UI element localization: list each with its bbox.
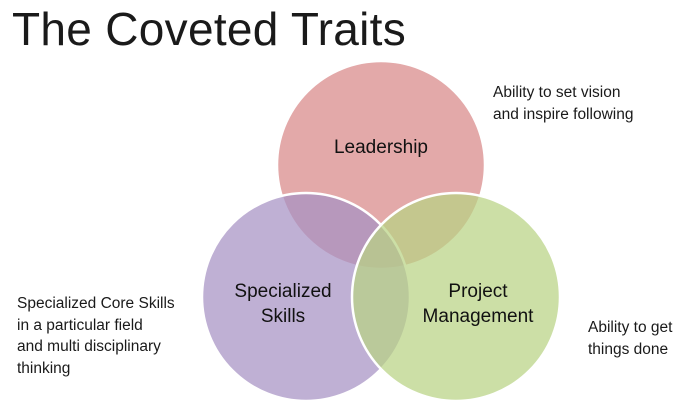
project-management-label: Project [448, 281, 508, 302]
specialized-skills-description: Specialized Core Skills in a particular … [17, 295, 175, 377]
project-management-description: Ability to get things done [588, 319, 673, 358]
leadership-label: Leadership [334, 137, 428, 158]
specialized-skills-label-line2: Skills [261, 306, 305, 327]
specialized-skills-label: Specialized [234, 281, 331, 302]
project-management-label-line2: Management [423, 306, 535, 327]
leadership-description: Ability to set vision and inspire follow… [493, 84, 634, 123]
project-management-circle [350, 191, 562, 403]
slide-title: The Coveted Traits [12, 3, 407, 55]
